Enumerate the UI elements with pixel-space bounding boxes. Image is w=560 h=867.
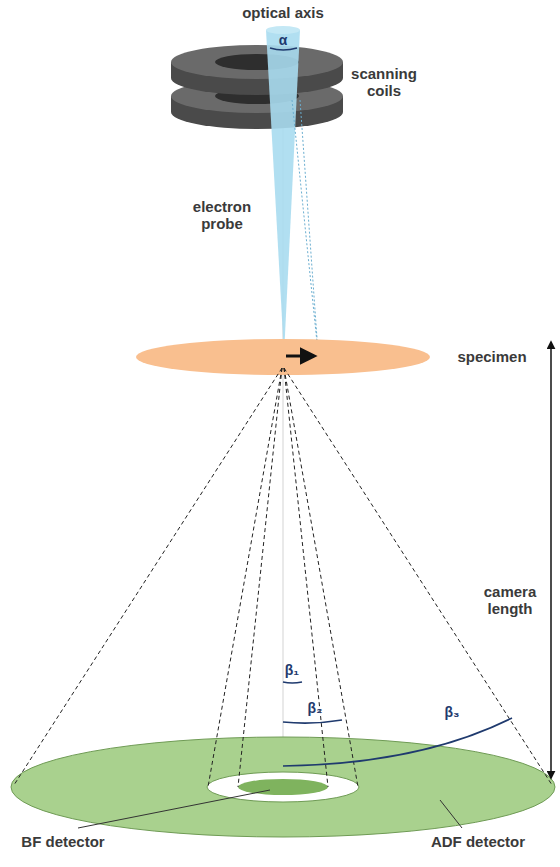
scanned-probe-edge xyxy=(300,100,318,352)
camera-length-arrow xyxy=(550,342,552,778)
angle-symbol: α xyxy=(273,32,293,48)
detector-label: BF detector xyxy=(3,833,123,850)
leader-line xyxy=(440,800,462,828)
angle-symbol: β₁ xyxy=(280,662,304,678)
scattering-cones xyxy=(14,368,552,787)
angle-symbol: β₂ xyxy=(303,700,327,716)
part-label: scanning coils xyxy=(344,65,424,100)
dimension-label: camera length xyxy=(475,583,545,618)
part-label: electron probe xyxy=(182,198,262,233)
leader-line xyxy=(78,790,270,828)
axis-label: optical axis xyxy=(213,4,353,21)
part-label: specimen xyxy=(442,348,542,365)
beta3-arc xyxy=(283,718,512,766)
detector-label: ADF detector xyxy=(413,833,543,850)
scanning-coil xyxy=(171,45,343,95)
adf-detector-disc xyxy=(11,737,555,837)
electron-probe-cone xyxy=(266,30,300,355)
beta1-arc xyxy=(283,682,302,683)
scanned-probe-edge xyxy=(292,100,318,352)
specimen-disc xyxy=(136,339,430,375)
alpha-arc xyxy=(270,48,297,50)
beta2-arc xyxy=(283,720,342,723)
bf-detector-disc xyxy=(238,779,328,795)
scan-direction-arrow xyxy=(286,355,314,358)
angle-symbol: β₃ xyxy=(440,704,464,720)
